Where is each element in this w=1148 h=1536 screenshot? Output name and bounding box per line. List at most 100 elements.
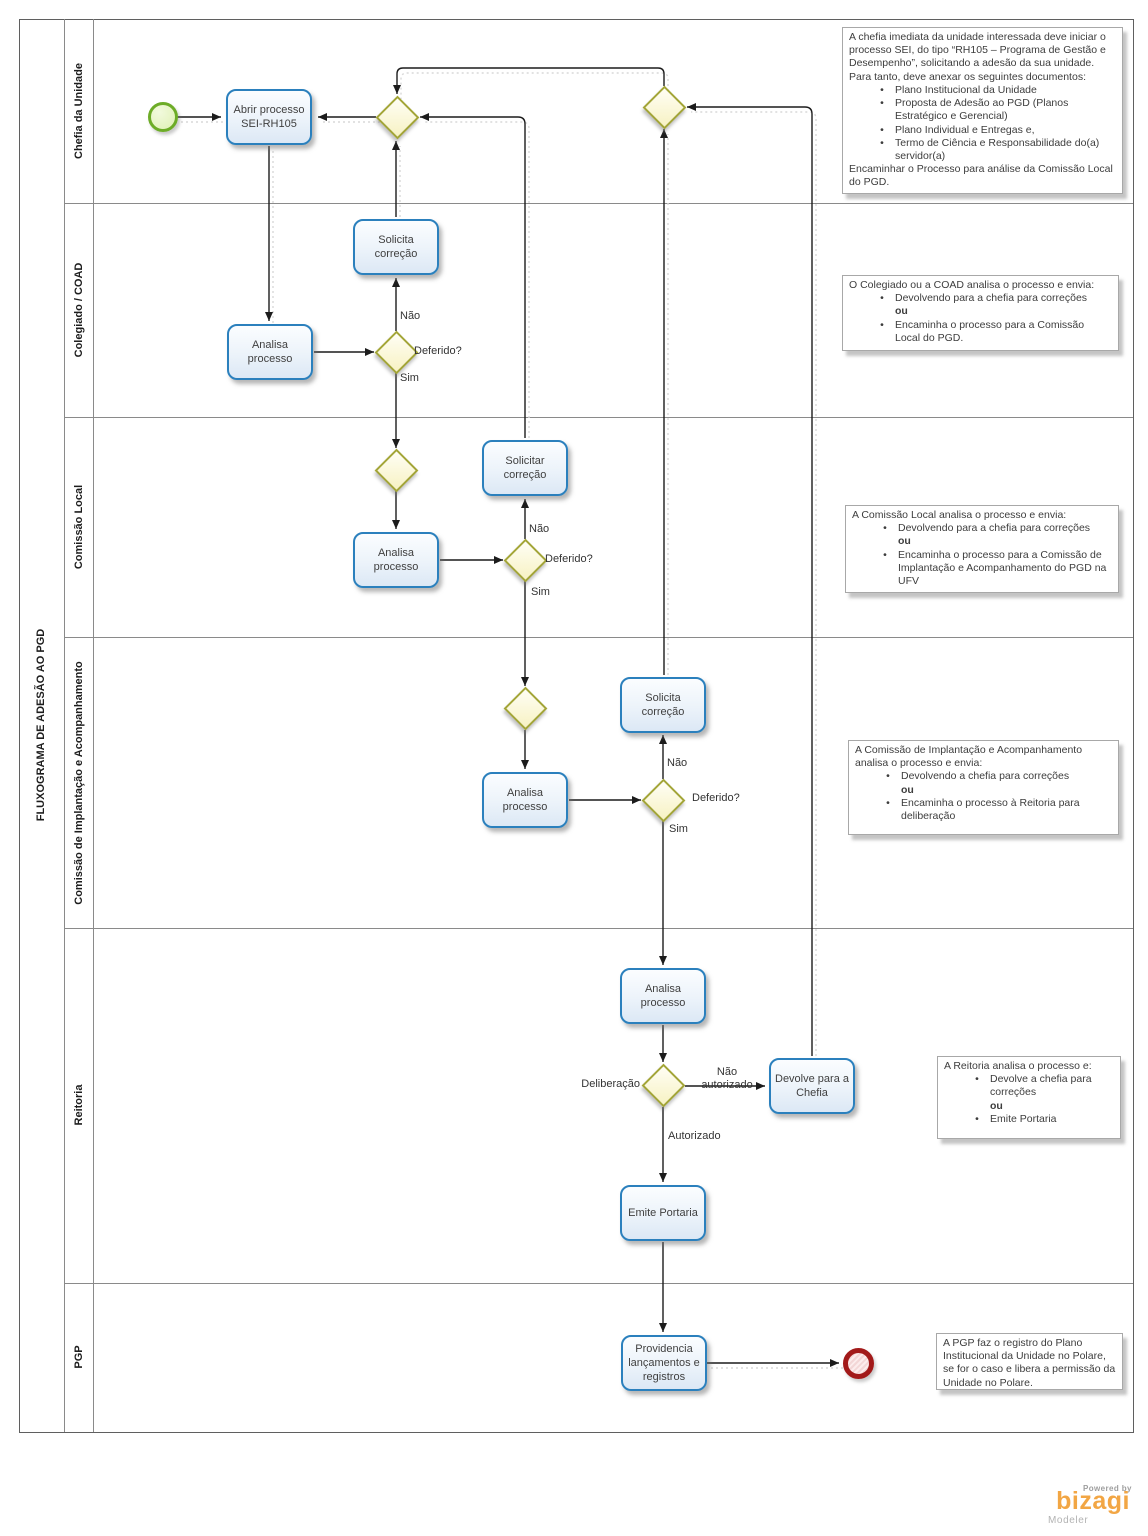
- edge-label-sim-implantacao: Sim: [669, 823, 688, 835]
- bullet-icon: •: [880, 97, 884, 110]
- task-solicita-correcao-implantacao-label: Solicita correção: [641, 691, 685, 718]
- edge-label-nao-autorizado: Não autorizado: [701, 1066, 753, 1091]
- annotation-reitoria-bullet-1-text: Devolve a chefia para correções: [990, 1073, 1092, 1099]
- task-emite-portaria: Emite Portaria: [620, 1185, 706, 1241]
- pool-title-separator: [64, 19, 65, 1432]
- annotation-comissao-local-bullet-2-text: Encaminha o processo para a Comissão de …: [898, 548, 1107, 588]
- bullet-icon: •: [886, 796, 890, 809]
- annotation-reitoria: A Reitoria analisa o processo e: • Devolv…: [937, 1056, 1121, 1139]
- annotation-chefia: A chefia imediata da unidade interessada…: [842, 27, 1123, 194]
- edge-label-sim-colegiado: Sim: [400, 372, 419, 384]
- task-solicita-correcao-colegiado: Solicita correção: [353, 219, 439, 275]
- bullet-icon: •: [880, 123, 884, 136]
- edge-label-nao-colegiado: Não: [400, 310, 421, 322]
- task-analisa-processo-implantacao-label: Analisa processo: [502, 786, 548, 813]
- edge-label-deferido-comissao-local: Deferido?: [545, 553, 593, 565]
- annotation-colegiado-ou: ou: [895, 305, 908, 318]
- task-solicita-correcao-colegiado-label: Solicita correção: [374, 233, 418, 260]
- annotation-chefia-bullet-1-text: Plano Institucional da Unidade: [895, 83, 1037, 96]
- annotation-implantacao-bullet-1-text: Devolvendo a chefia para correções: [901, 770, 1070, 783]
- pool-border: [19, 19, 1134, 1433]
- annotation-colegiado-bullet-1: •Devolvendo para a chefia para correções: [849, 292, 1112, 305]
- bullet-icon: •: [883, 548, 887, 561]
- annotation-chefia-outro: Encaminhar o Processo para análise da Co…: [849, 163, 1113, 189]
- annotation-colegiado-intro: O Colegiado ou a COAD analisa o processo…: [849, 279, 1095, 291]
- edge-label-deferido-implantacao: Deferido?: [692, 792, 740, 804]
- edge-label-deliberacao: Deliberação: [581, 1078, 640, 1090]
- annotation-chefia-bullet-1: • Plano Institucional da Unidade: [849, 84, 1116, 97]
- lane-label-comissao-local: Comissão Local: [73, 484, 85, 570]
- annotation-comissao-local-ou: ou: [898, 535, 911, 548]
- annotation-pgp: A PGP faz o registro do Plano Institucio…: [936, 1333, 1123, 1390]
- edge-label-nao-implantacao: Não: [667, 757, 688, 769]
- annotation-reitoria-bullet-1: • Devolve a chefia para correções: [944, 1073, 1114, 1099]
- task-analisa-processo-comissao-local-label: Analisa processo: [373, 546, 419, 573]
- lane-label-pgp: PGP: [73, 1345, 85, 1369]
- task-analisa-processo-comissao-local: Analisa processo: [353, 532, 439, 588]
- lane-label-reitoria: Reitoria: [73, 1084, 85, 1126]
- task-solicitar-correcao-comissao-local: Solicitar correção: [482, 440, 568, 496]
- annotation-comissao-local-bullet-2: • Encaminha o processo para a Comissão de…: [852, 549, 1112, 589]
- pool-title: FLUXOGRAMA DE ADESÃO AO PGD: [35, 628, 47, 822]
- lane-divider-5: [64, 1283, 1133, 1284]
- annotation-colegiado: O Colegiado ou a COAD analisa o processo…: [842, 275, 1119, 351]
- lane-divider-3: [64, 637, 1133, 638]
- lane-divider-4: [64, 928, 1133, 929]
- task-solicita-correcao-implantacao: Solicita correção: [620, 677, 706, 733]
- task-abrir-processo: Abrir processo SEI-RH105: [226, 89, 312, 145]
- annotation-comissao-local-intro: A Comissão Local analisa o processo e en…: [852, 509, 1067, 521]
- bullet-icon: •: [880, 318, 884, 331]
- annotation-implantacao: A Comissão de Implantação e Acompanhamen…: [848, 740, 1119, 835]
- annotation-reitoria-intro: A Reitoria analisa o processo e:: [944, 1060, 1092, 1072]
- task-abrir-processo-label: Abrir processo SEI-RH105: [233, 103, 305, 130]
- edge-label-nao-comissao-local: Não: [529, 523, 550, 535]
- annotation-implantacao-bullet-1: • Devolvendo a chefia para correções: [855, 770, 1112, 783]
- task-providencia-lancamentos: Providencia lançamentos e registros: [621, 1335, 707, 1391]
- bullet-icon: •: [880, 136, 884, 149]
- bizagi-logo: bizagi: [1056, 1487, 1130, 1515]
- annotation-chefia-bullet-3: • Plano Individual e Entregas e,: [849, 124, 1116, 137]
- bullet-icon: •: [880, 83, 884, 96]
- lane-divider-1: [64, 203, 1133, 204]
- annotation-reitoria-bullet-2: • Emite Portaria: [944, 1113, 1114, 1126]
- bizagi-modeler-label: Modeler: [1048, 1515, 1089, 1526]
- task-analisa-processo-reitoria: Analisa processo: [620, 968, 706, 1024]
- task-devolve-para-chefia-label: Devolve para a Chefia: [775, 1072, 849, 1099]
- edge-label-deferido-colegiado: Deferido?: [414, 345, 462, 357]
- annotation-colegiado-bullet-1-text: Devolvendo para a chefia para correções: [895, 292, 1088, 305]
- bullet-icon: •: [975, 1073, 979, 1086]
- annotation-colegiado-bullet-2-text: Encaminha o processo para a Comissão Loc…: [895, 318, 1085, 344]
- lane-label-chefia-da-unidade: Chefia da Unidade: [73, 63, 85, 159]
- task-analisa-processo-reitoria-label: Analisa processo: [640, 982, 686, 1009]
- task-analisa-processo-colegiado: Analisa processo: [227, 324, 313, 380]
- task-analisa-processo-implantacao: Analisa processo: [482, 772, 568, 828]
- annotation-implantacao-bullet-2: • Encaminha o processo à Reitoria para de…: [855, 797, 1112, 823]
- annotation-implantacao-bullet-2-text: Encaminha o processo à Reitoria para del…: [901, 796, 1080, 823]
- start-event: [148, 102, 178, 132]
- lane-label-comissao-implantacao: Comissão de Implantação e Acompanhamento: [73, 661, 85, 905]
- annotation-chefia-bullet-4: • Termo de Ciência e Responsabilidade do(…: [849, 137, 1116, 163]
- annotation-chefia-bullet-2: •Proposta de Adesão ao PGD (Planos Estra…: [849, 97, 1116, 123]
- end-event: [843, 1348, 874, 1379]
- bullet-icon: •: [883, 522, 887, 535]
- edge-label-sim-comissao-local: Sim: [531, 586, 550, 598]
- annotation-chefia-bullet-4-text: Termo de Ciência e Responsabilidade do(a…: [895, 136, 1100, 162]
- annotation-comissao-local: A Comissão Local analisa o processo e en…: [845, 505, 1119, 593]
- bullet-icon: •: [975, 1112, 979, 1125]
- lane-label-colegiado-coad: Colegiado / COAD: [73, 262, 85, 358]
- lane-label-separator: [93, 19, 94, 1432]
- annotation-comissao-local-bullet-1-text: Devolvendo para a chefia para correções: [898, 522, 1091, 535]
- task-providencia-lancamentos-label: Providencia lançamentos e registros: [628, 1342, 700, 1384]
- bullet-icon: •: [886, 770, 890, 783]
- bizagi-powered-by-label: Powered by: [1083, 1484, 1132, 1493]
- annotation-reitoria-bullet-2-text: Emite Portaria: [990, 1112, 1057, 1125]
- annotation-chefia-intro: A chefia imediata da unidade interessada…: [849, 31, 1106, 83]
- annotation-implantacao-ou: ou: [901, 783, 914, 796]
- task-solicitar-correcao-comissao-local-label: Solicitar correção: [503, 454, 547, 481]
- annotation-pgp-intro: A PGP faz o registro do Plano Institucio…: [943, 1337, 1116, 1389]
- annotation-colegiado-bullet-2: • Encaminha o processo para a Comissão Lo…: [849, 319, 1112, 345]
- annotation-reitoria-ou: ou: [990, 1099, 1003, 1112]
- task-emite-portaria-label: Emite Portaria: [628, 1206, 698, 1219]
- annotation-chefia-bullet-3-text: Plano Individual e Entregas e,: [895, 123, 1035, 136]
